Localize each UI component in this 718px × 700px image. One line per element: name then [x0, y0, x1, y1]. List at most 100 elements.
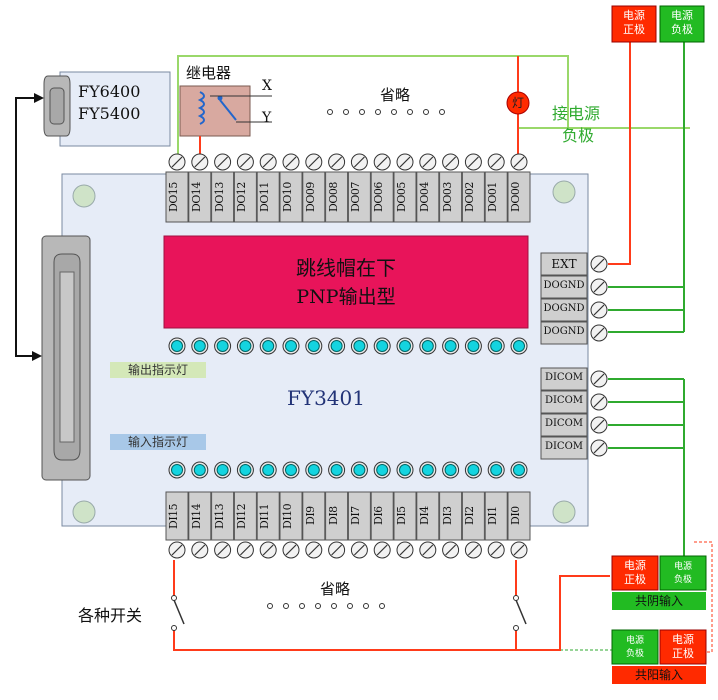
terminal-block-do10	[279, 171, 303, 223]
terminal-block-di13	[211, 491, 235, 541]
side-screw-common-1-slot	[593, 396, 605, 408]
terminal-block-di6	[370, 491, 394, 541]
terminal-block-di2	[461, 491, 485, 541]
side-block-power-0	[540, 252, 588, 276]
terminal-block-do02	[461, 171, 485, 223]
input-led-di1	[490, 464, 503, 476]
relay-label: 继电器	[186, 64, 232, 82]
terminal-label-di5: DI5	[395, 506, 408, 526]
terminal-label-di11: DI11	[258, 503, 272, 529]
side-label-power-0: EXT	[551, 257, 577, 271]
bottom-screw-di0-slot	[513, 544, 525, 556]
top-omission-dot	[343, 109, 349, 115]
input-led-di0	[513, 464, 525, 476]
side-block-common-0	[540, 367, 588, 391]
output-led-do05	[399, 340, 411, 352]
output-led-do08	[330, 340, 343, 352]
bottom-screw-di4-slot	[422, 544, 434, 556]
terminal-block-di10	[279, 491, 303, 541]
terminal-label-di0: DI0	[509, 506, 522, 526]
anode-label-box	[612, 666, 706, 684]
terminal-label-di2: DI2	[463, 506, 477, 526]
input-led-di15	[171, 464, 183, 476]
cathode-label-box	[612, 592, 706, 610]
switch-left-bottom	[171, 625, 177, 631]
terminal-label-do02: DO02	[463, 182, 477, 212]
terminal-label-do01: DO01	[486, 182, 500, 212]
terminal-block-do13	[211, 171, 235, 223]
terminal-label-do04: DO04	[417, 182, 431, 212]
switches-label: 各种开关	[78, 606, 143, 625]
terminal-block-di5	[393, 491, 417, 541]
bottom-terminal-row	[165, 491, 531, 541]
input-led-di7	[353, 464, 366, 476]
bottom-screw-di15-slot	[171, 544, 183, 556]
banner	[163, 235, 529, 329]
side-block-common-2	[540, 413, 588, 437]
top-screw-do03-slot	[445, 156, 457, 168]
top-omitted-label: 省略	[380, 86, 411, 104]
host-device	[59, 71, 171, 147]
switch-left-blade	[173, 599, 185, 625]
output-led-do04	[421, 340, 434, 352]
terminal-block-di12	[233, 491, 257, 541]
terminal-label-di3: DI3	[440, 506, 454, 526]
bottom-screw-di7-slot	[353, 544, 365, 556]
terminal-block-di4	[416, 491, 440, 541]
top-omission-dot	[327, 109, 333, 115]
wire-dognd-taps	[608, 286, 684, 333]
output-led-do10	[285, 340, 297, 352]
top-screw-do06-slot	[376, 156, 388, 168]
cathode-negative-line1: 电源	[673, 562, 692, 572]
side-label-common-3: DICOM	[544, 441, 584, 452]
terminal-label-do07: DO07	[349, 182, 363, 212]
anode-negative-box	[611, 629, 659, 665]
top-screw-do07-slot	[353, 156, 365, 168]
anode-positive-line1: 电源	[672, 633, 694, 646]
anode-common-label: 共阳输入	[634, 668, 683, 682]
side-screw-common-0-slot	[593, 373, 605, 385]
side-screw-column	[590, 255, 608, 457]
side-terminal-column	[540, 252, 588, 460]
anode-negative-line1: 电源	[625, 636, 644, 646]
top-positive-line2: 正极	[623, 23, 645, 36]
top-screw-do11-slot	[262, 156, 274, 168]
terminal-block-di3	[439, 491, 463, 541]
anode-positive-box	[659, 629, 707, 665]
relay-contact	[219, 99, 237, 121]
bottom-screw-di8-slot	[331, 544, 343, 556]
side-label-power-2: DOGND	[543, 303, 585, 314]
terminal-label-di7: DI7	[349, 506, 363, 526]
anode-negative-line2: 负极	[625, 649, 644, 659]
terminal-label-do09: DO09	[303, 182, 317, 212]
top-screw-do10-slot	[285, 156, 297, 168]
terminal-label-do14: DO14	[189, 182, 203, 212]
top-screw-row	[168, 153, 528, 171]
top-omission-dot	[423, 109, 429, 115]
terminal-label-do03: DO03	[440, 182, 454, 212]
terminal-label-di13: DI13	[212, 503, 226, 529]
top-negative-line2: 负极	[671, 23, 693, 36]
top-omission-dot	[359, 109, 365, 115]
top-terminal-row	[165, 171, 531, 223]
output-led-do07	[353, 340, 366, 352]
terminal-block-do00	[507, 171, 531, 223]
side-screw-power-2-slot	[593, 304, 605, 316]
terminal-label-do11: DO11	[258, 182, 272, 212]
cable-line	[15, 97, 40, 357]
terminal-block-di11	[256, 491, 280, 541]
mount-hole-br	[552, 500, 576, 524]
input-led-di9	[307, 464, 320, 476]
terminal-block-do01	[484, 171, 508, 223]
output-led-do06	[376, 340, 389, 352]
terminal-label-di15: DI15	[167, 503, 180, 529]
mount-hole-tr	[552, 180, 576, 204]
terminal-label-do06: DO06	[372, 182, 386, 212]
output-led-do00	[513, 340, 525, 352]
terminal-block-do04	[416, 171, 440, 223]
terminal-block-di7	[347, 491, 371, 541]
device-model: FY3401	[287, 386, 365, 410]
top-power-positive-box	[611, 5, 657, 43]
bottom-omission-dot	[315, 603, 321, 609]
